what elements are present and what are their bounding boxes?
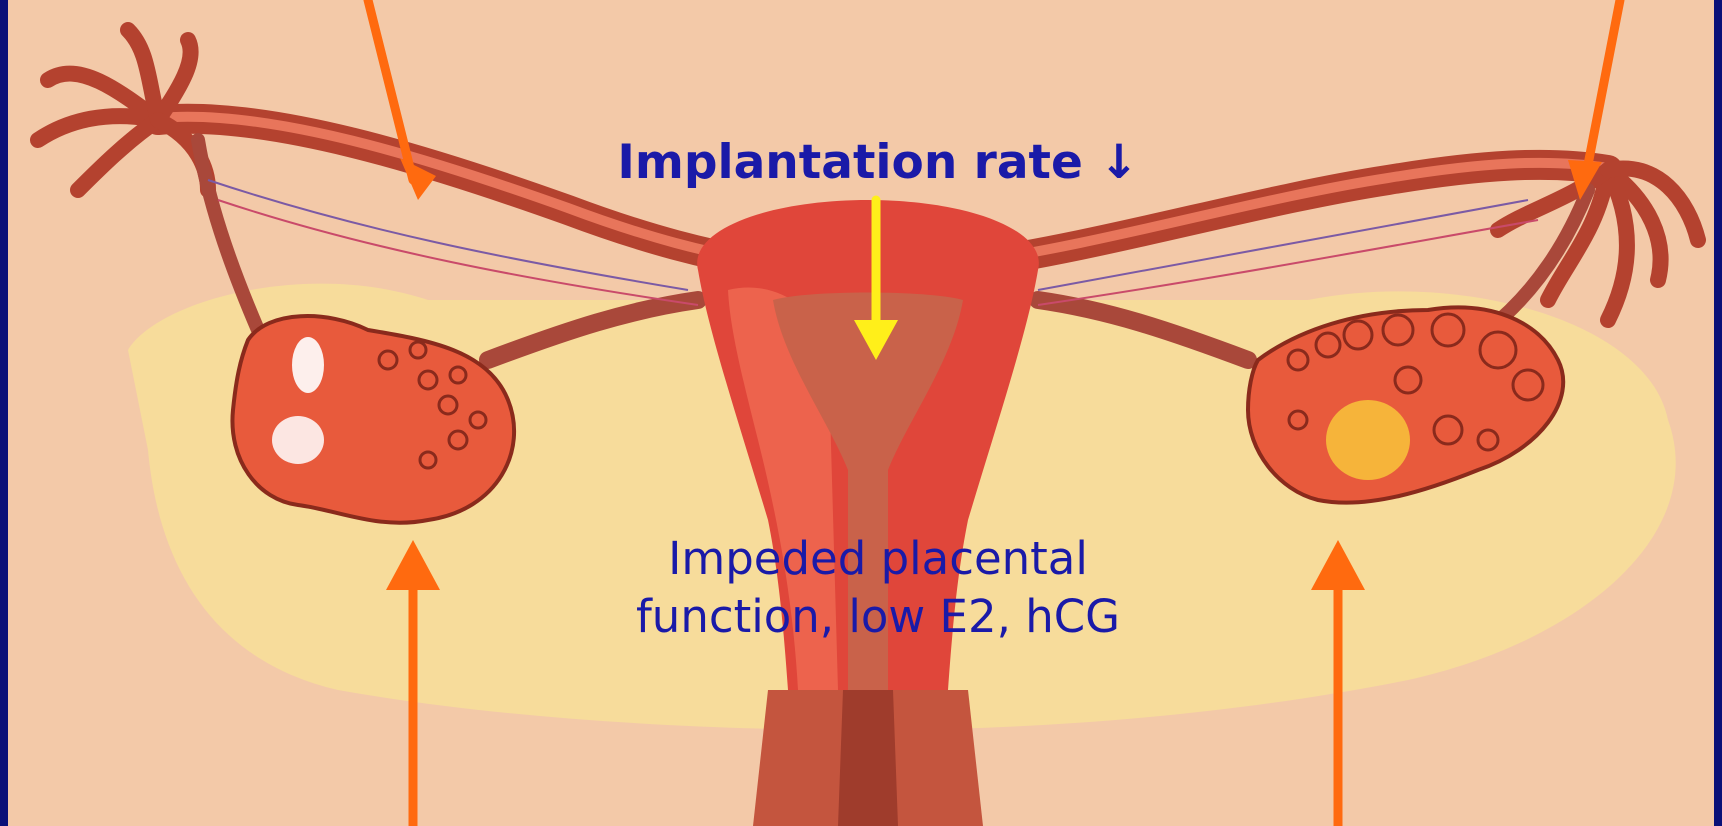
- reproductive-anatomy-illustration: [8, 0, 1714, 826]
- cervical-canal: [838, 690, 898, 826]
- right-ovary-corpus: [1326, 400, 1410, 480]
- left-ovary-highlight-lower: [272, 416, 324, 464]
- placental-function-label: Impeded placental function, low E2, hCG: [478, 530, 1278, 646]
- placental-label-line-2: function, low E2, hCG: [478, 588, 1278, 646]
- diagram-panel: Implantation rate ↓ Impeded placental fu…: [8, 0, 1714, 826]
- placental-label-line-1: Impeded placental: [478, 530, 1278, 588]
- implantation-rate-label: Implantation rate ↓: [568, 135, 1188, 190]
- pointer-right-tube: [1586, 0, 1620, 175]
- left-ovary-highlight: [292, 337, 324, 393]
